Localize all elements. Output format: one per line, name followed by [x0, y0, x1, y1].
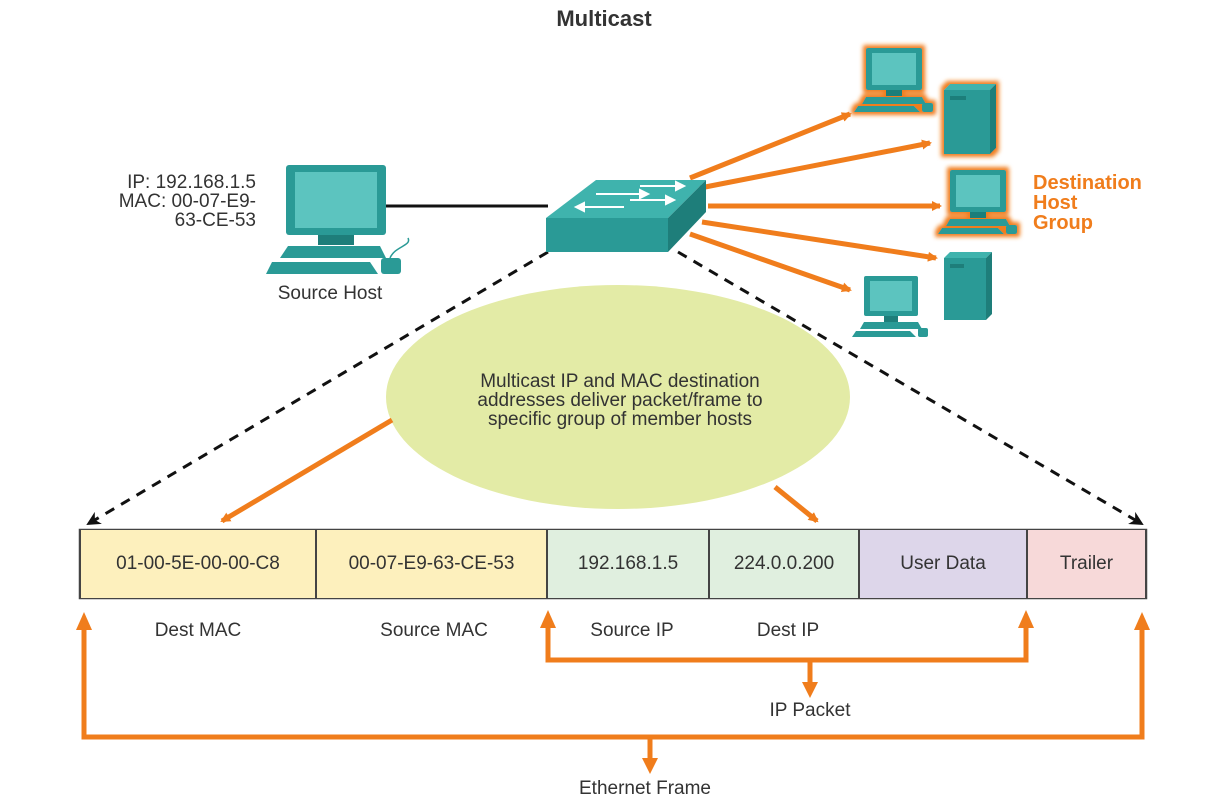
frame-cell-dest-ip: 224.0.0.200 [710, 530, 860, 598]
trailer-value: Trailer [1059, 553, 1114, 574]
callout-arrow-mac [220, 417, 394, 524]
frame-cell-source-mac: 00-07-E9-63-CE-53 [317, 530, 548, 598]
ethernet-frame-bracket [81, 628, 1145, 760]
source-ip-value: 192.168.1.5 [577, 553, 679, 574]
multicast-arrows [689, 111, 942, 293]
callout-text: Multicast IP and MAC destination address… [400, 372, 840, 429]
frame-cell-trailer: Trailer [1028, 530, 1145, 598]
source-mac-value: 00-07-E9-63-CE-53 [348, 553, 515, 574]
ethernet-frame-label: Ethernet Frame [579, 778, 711, 799]
frame-cell-source-ip: 192.168.1.5 [548, 530, 710, 598]
ip-packet-bracket [545, 626, 1029, 684]
ip-packet-label: IP Packet [769, 700, 851, 721]
source-host-label: Source Host [277, 283, 383, 304]
destination-group-line2: Host [1033, 192, 1078, 214]
callout-arrow-ip [773, 485, 819, 523]
switch-icon [546, 180, 706, 252]
destination-group-line1: Destination [1033, 172, 1142, 194]
frame-cell-dest-mac: 01-00-5E-00-00-C8 [81, 530, 317, 598]
source-mac-label: Source MAC [380, 620, 488, 641]
dest-ip-value: 224.0.0.200 [733, 553, 835, 574]
dest-mac-value: 01-00-5E-00-00-C8 [116, 553, 280, 574]
dest-pc-2-icon [938, 170, 1017, 234]
source-ip-label: Source IP [590, 620, 674, 641]
nonmember-server-icon [944, 252, 992, 320]
callout-ellipse [386, 285, 850, 509]
source-ip-text: IP: 192.168.1.5 [127, 172, 256, 193]
diagram-title: Multicast [556, 6, 652, 31]
frame-cell-user-data: User Data [860, 530, 1028, 598]
callout-line3: specific group of member hosts [487, 409, 752, 430]
source-mac-text-line2: 63-CE-53 [174, 210, 256, 231]
source-mac-text-line1: MAC: 00-07-E9- [118, 191, 256, 212]
dest-pc-1-icon [854, 48, 933, 112]
user-data-value: User Data [900, 553, 986, 574]
nonmember-pc-icon [852, 276, 928, 337]
dest-server-1-icon [944, 84, 996, 154]
destination-group-line3: Group [1033, 212, 1093, 234]
dest-ip-label: Dest IP [756, 620, 820, 641]
callout-line1: Multicast IP and MAC destination [480, 371, 760, 392]
dest-mac-label: Dest MAC [154, 620, 242, 641]
source-host-pc-icon [266, 165, 410, 274]
callout-line2: addresses deliver packet/frame to [477, 390, 763, 411]
destination-group-label: Destination Host Group [1033, 173, 1142, 233]
